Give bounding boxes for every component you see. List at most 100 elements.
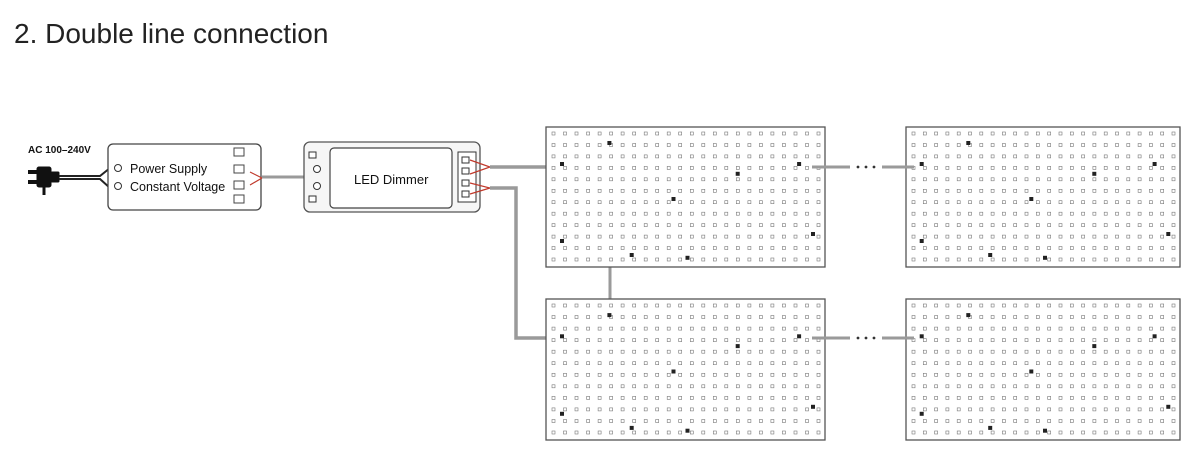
led-chip-icon — [945, 326, 950, 331]
led-chip-icon — [609, 166, 613, 170]
led-chip-icon — [1013, 211, 1018, 216]
led-chip-icon — [655, 177, 660, 182]
led-chip-icon — [747, 200, 752, 204]
led-chip-icon — [968, 372, 972, 377]
led-chip-icon — [1092, 396, 1097, 400]
led-chip-icon — [1137, 419, 1142, 423]
led-chip-icon — [1036, 189, 1040, 193]
led-chip-icon — [701, 257, 706, 262]
led-chip-icon — [1115, 430, 1119, 435]
led-chip-icon — [666, 303, 671, 308]
led-chip-icon — [678, 338, 683, 342]
led-chip-icon — [712, 257, 717, 262]
led-chip-icon — [689, 177, 694, 182]
led-chip-icon — [689, 396, 694, 400]
led-chip-icon — [956, 246, 961, 250]
led-chip-icon — [1160, 315, 1164, 319]
led-chip-icon — [574, 407, 579, 412]
led-chip-icon — [551, 349, 556, 354]
led-chip-icon — [770, 372, 775, 377]
led-chip-icon — [724, 131, 729, 136]
led-chip-icon — [643, 177, 648, 182]
led-chip-icon — [770, 143, 775, 147]
led-chip-icon — [1002, 372, 1006, 377]
led-chip-icon — [945, 154, 950, 159]
led-chip-icon — [816, 246, 821, 250]
led-chip-icon — [1126, 419, 1131, 423]
led-chip-icon — [922, 177, 927, 182]
led-chip-icon — [574, 166, 579, 170]
led-chip-icon — [712, 303, 717, 308]
led-chip-icon — [968, 177, 972, 182]
led-chip-icon — [782, 315, 786, 319]
led-chip-icon — [1070, 372, 1074, 377]
led-chip-icon — [735, 315, 740, 319]
led-chip-icon — [735, 430, 740, 435]
led-chip-icon — [1160, 223, 1164, 227]
led-chip-icon — [1081, 384, 1085, 389]
led-chip-icon — [1081, 349, 1085, 354]
led-chip-icon — [1081, 211, 1085, 216]
led-chip-icon — [643, 223, 648, 227]
panel-component-icon — [560, 239, 564, 243]
led-chip-icon — [701, 234, 706, 239]
led-chip-icon — [563, 143, 567, 147]
led-chip-icon — [574, 315, 579, 319]
led-chip-icon — [563, 234, 567, 239]
led-chip-icon — [759, 384, 763, 389]
led-chip-icon — [632, 143, 637, 147]
led-chip-icon — [1070, 211, 1074, 216]
led-chip-icon — [609, 257, 613, 262]
led-chip-icon — [1002, 303, 1006, 308]
led-chip-icon — [1024, 372, 1029, 377]
led-chip-icon — [689, 189, 694, 193]
page-title: 2. Double line connection — [14, 18, 329, 49]
led-chip-icon — [574, 211, 579, 216]
led-chip-icon — [911, 349, 916, 354]
led-chip-icon — [735, 154, 740, 159]
led-chip-icon — [586, 143, 590, 147]
led-chip-icon — [1081, 361, 1085, 366]
led-chip-icon — [793, 177, 798, 182]
led-chip-icon — [1013, 189, 1018, 193]
led-chip-icon — [701, 384, 706, 389]
led-chip-icon — [816, 223, 821, 227]
led-chip-icon — [922, 189, 927, 193]
led-chip-icon — [1024, 349, 1029, 354]
led-chip-icon — [1137, 361, 1142, 366]
led-chip-icon — [1103, 407, 1108, 412]
led-chip-icon — [1058, 396, 1063, 400]
led-chip-icon — [643, 211, 648, 216]
led-chip-icon — [770, 315, 775, 319]
led-chip-icon — [1013, 177, 1018, 182]
led-chip-icon — [747, 166, 752, 170]
led-chip-icon — [735, 338, 740, 342]
led-chip-icon — [911, 361, 916, 366]
led-chip-icon — [563, 349, 567, 354]
led-chip-icon — [1002, 143, 1006, 147]
led-chip-icon — [793, 384, 798, 389]
led-chip-icon — [945, 234, 950, 239]
led-chip-icon — [563, 407, 567, 412]
led-chip-icon — [689, 154, 694, 159]
led-chip-icon — [1149, 246, 1153, 250]
led-chip-icon — [678, 166, 683, 170]
led-chip-icon — [1160, 372, 1164, 377]
led-chip-icon — [666, 189, 671, 193]
led-chip-icon — [712, 234, 717, 239]
led-chip-icon — [574, 372, 579, 377]
led-chip-icon — [1149, 200, 1153, 204]
led-chip-icon — [1013, 246, 1018, 250]
led-chip-icon — [1092, 338, 1097, 342]
led-chip-icon — [922, 223, 927, 227]
led-chip-icon — [1126, 338, 1131, 342]
led-chip-icon — [816, 430, 821, 435]
led-chip-icon — [1047, 326, 1051, 331]
led-chip-icon — [620, 361, 625, 366]
led-chip-icon — [945, 407, 950, 412]
led-chip-icon — [911, 131, 916, 136]
led-chip-icon — [1092, 315, 1097, 319]
led-chip-icon — [1126, 131, 1131, 136]
led-chip-icon — [574, 234, 579, 239]
led-chip-icon — [1149, 407, 1153, 412]
